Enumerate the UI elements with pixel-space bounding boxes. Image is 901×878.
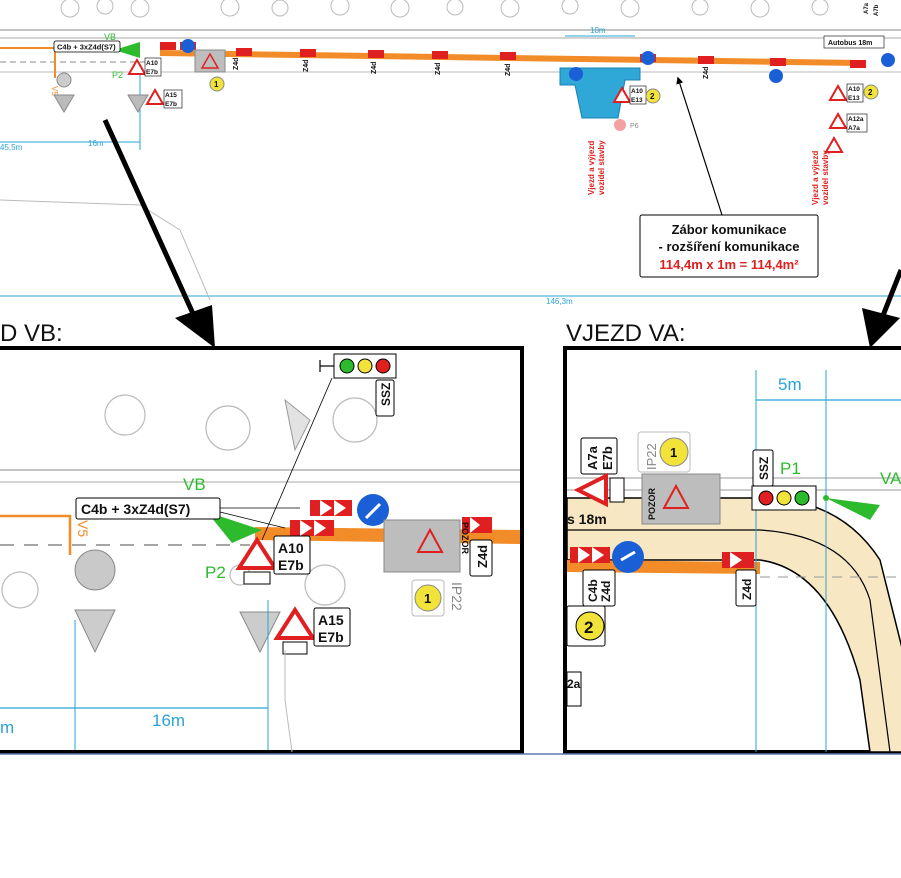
vb-a10-sign <box>235 536 279 570</box>
dim-45-5m: 45,5m <box>0 143 23 152</box>
va-p1-label: P1 <box>780 459 801 478</box>
a10-label-mid: A10 <box>631 88 643 95</box>
vb-green-hatch <box>207 512 262 543</box>
va-2a-fragment: 2a <box>567 677 581 691</box>
z4d-label-1: Z4d <box>233 58 240 70</box>
va-bus-label: s 18m <box>567 511 607 527</box>
blue-arrow-sign-3 <box>641 51 655 65</box>
autobus-label: Autobus 18m <box>828 40 872 47</box>
callout-line-1: Zábor komunikace <box>672 222 787 237</box>
vb-pozor-label: POZOR <box>460 522 470 555</box>
vb-a15-sign <box>273 606 317 640</box>
blue-arrow-sign-1 <box>181 39 195 53</box>
callout-line-2: - rozšíření komunikace <box>659 239 800 254</box>
blue-arrow-sign-4 <box>769 69 783 83</box>
va-label: VA <box>880 469 901 488</box>
vb-dim-m: m <box>0 718 14 737</box>
vb-a10-label: A10 <box>278 540 304 556</box>
va-pozor-label: POZOR <box>647 487 657 520</box>
va-yellow-2: 2 <box>584 618 593 637</box>
vb-c4b-group-label: C4b + 3xZ4d(S7) <box>81 501 190 517</box>
a10-label-right: A10 <box>848 86 860 93</box>
v5-label: V5 <box>50 86 59 96</box>
site-access-area <box>559 67 641 119</box>
va-dim-5m: 5m <box>778 375 802 394</box>
a12a-label: A12a <box>848 116 864 123</box>
site-access-text-1: Vjezd a výjezd <box>587 141 596 195</box>
tree-row <box>60 0 829 18</box>
p6-marker <box>614 119 626 131</box>
z4d-label-2: Z4d <box>303 60 310 72</box>
va-ip22-label: IP22 <box>644 443 659 470</box>
detail-vb-panel: V5 SSZ VB P2 C4b + 3xZ4d(S7) <box>0 346 524 754</box>
z4d-label-4: Z4d <box>435 63 442 75</box>
vb-ip22-number: 1 <box>424 591 431 606</box>
vb-ssz-label: SSZ <box>379 383 393 406</box>
occupation-callout <box>639 214 819 278</box>
yellow-2-right: 2 <box>868 88 873 97</box>
vb-detail-label: VB <box>183 475 206 494</box>
a10-warning-sign <box>127 57 147 75</box>
detail-va-title: VJEZD VA: <box>566 320 686 347</box>
va-pozor-sign <box>641 473 721 525</box>
vb-e7b-label-2: E7b <box>318 629 344 645</box>
blue-arrow-sign-2 <box>569 67 583 81</box>
vb-label: VB <box>104 32 116 42</box>
a15-warning-sign <box>145 87 165 105</box>
a15-label-top: A15 <box>165 92 177 99</box>
va-z4d-label-2: Z4d <box>740 579 754 600</box>
dim-16m-top: 16m <box>88 139 104 148</box>
vb-e7b-label: E7b <box>278 557 304 573</box>
a10-label-top: A10 <box>146 60 158 67</box>
c4b-group-label: C4b + 3xZ4d(S7) <box>57 43 116 52</box>
yellow-2-mid: 2 <box>650 92 655 101</box>
a7b-top: A7b <box>874 4 880 16</box>
detail-va-panel: 5m A7a E7b 1 IP22 POZOR SSZ P1 VA s 18m <box>563 346 901 754</box>
vb-a15-label: A15 <box>318 612 344 628</box>
z4d-label-6: Z4d <box>703 67 710 79</box>
va-a7a-label: A7a <box>585 445 600 470</box>
e13-label-mid: E13 <box>631 97 643 104</box>
e7b-label-top-2: E7b <box>165 101 177 108</box>
z4d-label-5: Z4d <box>505 64 512 76</box>
va-ssz-label: SSZ <box>757 457 771 480</box>
a7a-label: A7a <box>848 125 860 132</box>
va-e7b-label: E7b <box>600 446 615 470</box>
detail-vb-title: D VB: <box>0 320 63 347</box>
va-z4d-label-1: Z4d <box>599 581 613 602</box>
blue-arrow-sign-5 <box>881 53 895 67</box>
va-green-hatch <box>826 498 880 520</box>
vb-green-marker <box>114 42 140 58</box>
va-a7a-sign <box>573 472 608 508</box>
arrow-to-detail-vb <box>175 305 215 348</box>
p2-label: P2 <box>112 70 123 80</box>
overview-plan: V5 P6 45,5m 16m 10m 146,3m VB P2 C4b + 3… <box>0 0 901 306</box>
vb-z4d-label: Z4d <box>475 545 490 568</box>
vb-dim-16m: 16m <box>152 711 185 730</box>
p2-detail-label: P2 <box>205 563 226 582</box>
e13-label-right: E13 <box>848 95 860 102</box>
p6-label: P6 <box>630 123 639 130</box>
vb-ip22-label: IP22 <box>449 582 465 611</box>
e7b-label-top: E7b <box>146 69 158 76</box>
arrow-to-detail-va <box>862 308 900 348</box>
vb-v5-label: V5 <box>75 520 91 537</box>
dim-10m: 10m <box>590 26 606 35</box>
dim-146-3m: 146,3m <box>546 297 573 306</box>
ip22-yellow-top <box>209 76 225 92</box>
a7a-top: A7a <box>864 2 870 14</box>
va-ip22-number: 1 <box>670 445 677 460</box>
va-c4b-label: C4b <box>586 579 600 602</box>
z4d-label-3: Z4d <box>371 62 378 74</box>
callout-line-3: 114,4m x 1m = 114,4m² <box>659 257 799 272</box>
ip22-yellow-top-number: 1 <box>214 80 219 89</box>
site-access-text-3: Vjezd a výjezd <box>811 151 820 205</box>
site-access-text-2: vozidel stavby <box>597 140 606 195</box>
site-access-text-4: vozidel stavby <box>821 150 830 205</box>
